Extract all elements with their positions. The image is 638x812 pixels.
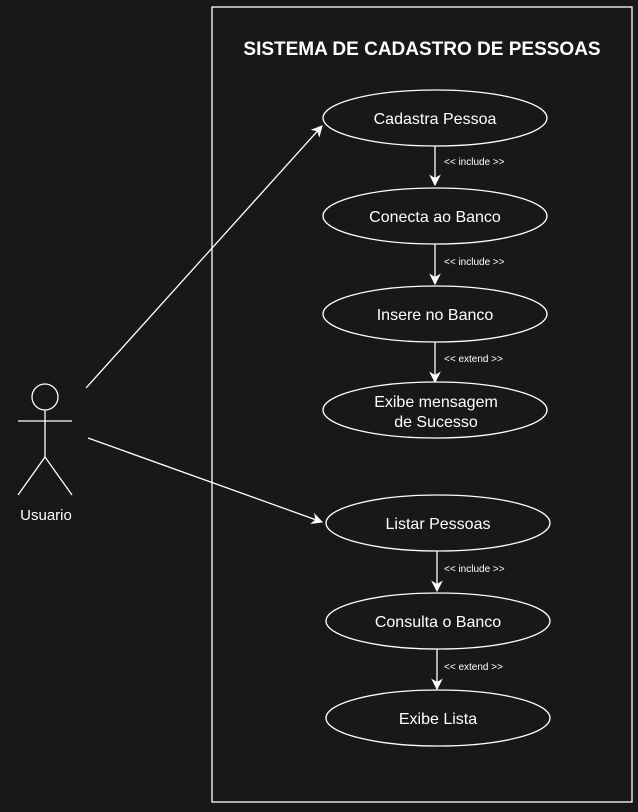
system-title: SISTEMA DE CADASTRO DE PESSOAS (243, 39, 600, 60)
relation-label-5: << extend >> (444, 662, 503, 673)
relation-label-2: << include >> (444, 257, 505, 268)
use-case-listar-pessoas[interactable]: Listar Pessoas (325, 494, 551, 552)
use-case-conecta-banco[interactable]: Conecta ao Banco (322, 187, 548, 245)
association-cadastra (85, 125, 323, 389)
actor-usuario[interactable]: Usuario (17, 383, 73, 524)
relation-label-4: << include >> (444, 564, 505, 575)
actor-head (31, 383, 59, 411)
use-case-cadastra-pessoa[interactable]: Cadastra Pessoa (322, 89, 548, 147)
use-case-consulta-banco[interactable]: Consulta o Banco (325, 592, 551, 650)
association-listar (87, 437, 324, 524)
actor-label: Usuario (20, 507, 72, 524)
actor-left-leg (17, 456, 46, 496)
use-case-label: Listar Pessoas (386, 516, 491, 533)
use-case-exibe-sucesso[interactable]: Exibe mensagem de Sucesso (322, 381, 548, 439)
relation-label-1: << include >> (444, 157, 505, 168)
use-case-exibe-lista[interactable]: Exibe Lista (325, 689, 551, 747)
relation-label-3: << extend >> (444, 354, 503, 365)
use-case-insere-banco[interactable]: Insere no Banco (322, 285, 548, 343)
actor-right-leg (44, 456, 73, 496)
use-case-label: Consulta o Banco (375, 614, 501, 631)
use-case-label: Cadastra Pessoa (374, 111, 497, 128)
use-case-label: Insere no Banco (377, 307, 494, 324)
use-case-label: Exibe Lista (399, 711, 477, 728)
system-boundary (211, 6, 633, 803)
use-case-label-line1: Exibe mensagem (374, 394, 498, 411)
use-case-label-line2: de Sucesso (394, 414, 478, 431)
use-case-label: Conecta ao Banco (369, 209, 501, 226)
